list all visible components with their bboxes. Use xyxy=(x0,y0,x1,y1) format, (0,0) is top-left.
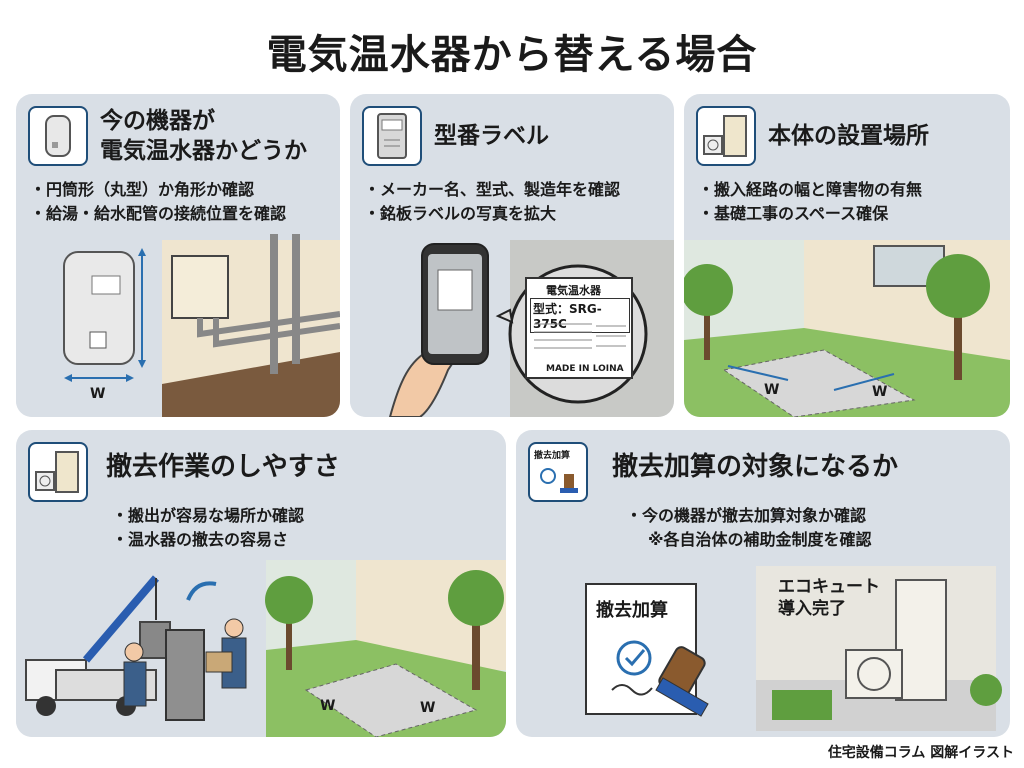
label-unit-icon xyxy=(362,106,422,166)
icon-label: 撤去加算 xyxy=(534,451,571,461)
bullet-item: ・今の機器が撤去加算対象か確認 xyxy=(626,506,867,525)
page-title: 電気温水器から替える場合 xyxy=(266,32,758,78)
label-card xyxy=(525,277,633,379)
panel-title-removal-subsidy: 撤去加算の対象になるか xyxy=(612,452,899,482)
panel-install-location: 本体の設置場所 ・搬入経路の幅と障害物の有無 ・基礎工事のスペース確保 W W xyxy=(684,94,1010,417)
install-line: エコキュート xyxy=(778,577,880,597)
panel-title-install-location: 本体の設置場所 xyxy=(768,123,929,149)
bullet-list: ・搬出が容易な場所か確認 ・温水器の撤去の容易さ xyxy=(112,504,304,552)
panel-title-line: 電気温水器かどうか xyxy=(100,138,307,164)
install-line: 導入完了 xyxy=(778,599,846,619)
water-heater-icon xyxy=(28,106,88,166)
install-complete-label: エコキュート 導入完了 xyxy=(778,576,880,620)
panel-title-removal-ease: 撤去作業のしやすさ xyxy=(106,452,340,482)
bullet-list: ・メーカー名、型式、製造年を確認 ・銘板ラベルの写真を拡大 xyxy=(364,178,620,226)
dimension-label-w: W xyxy=(320,698,336,714)
stamp-document-icon: 撤去加算 xyxy=(528,442,588,502)
bullet-item: ・搬入経路の幅と障害物の有無 xyxy=(698,180,923,199)
label-spec-lines xyxy=(532,318,628,358)
bullet-item: ・円筒形（丸型）か角形か確認 xyxy=(30,180,255,199)
label-heading: 電気温水器 xyxy=(546,284,601,297)
dimension-label-w: W xyxy=(90,386,106,402)
subsidy-scene xyxy=(585,566,1002,731)
bullet-item: ※各自治体の補助金制度を確認 xyxy=(648,530,872,549)
crane-arm xyxy=(82,575,160,663)
bullet-item: ・温水器の撤去の容易さ xyxy=(112,530,289,549)
dimension-label-w: W xyxy=(420,700,436,716)
panel-title-line: 今の機器が xyxy=(100,108,215,134)
panel-model-label: 型番ラベル ・メーカー名、型式、製造年を確認 ・銘板ラベルの写真を拡大 電気温水… xyxy=(350,94,674,417)
heater-scene xyxy=(16,234,340,417)
bullet-item: ・銘板ラベルの写真を拡大 xyxy=(364,204,557,223)
removal-scene xyxy=(16,560,506,737)
panel-current-device: 今の機器が 電気温水器かどうか ・円筒形（丸型）か角形か確認 ・給湯・給水配管の… xyxy=(16,94,340,417)
dimension-label-w: W xyxy=(872,384,888,400)
yard-scene xyxy=(684,240,1010,417)
pipe-box xyxy=(171,255,229,319)
old-heater xyxy=(165,629,205,721)
doc-label: 撤去加算 xyxy=(596,600,668,621)
bullet-item: ・メーカー名、型式、製造年を確認 xyxy=(364,180,621,199)
bullet-item: ・搬出が容易な場所か確認 xyxy=(112,506,305,525)
bullet-list: ・円筒形（丸型）か角形か確認 ・給湯・給水配管の接続位置を確認 xyxy=(30,178,286,226)
panel-title-current-device: 今の機器が 電気温水器かどうか xyxy=(100,106,307,166)
dimension-label-w: W xyxy=(764,382,780,398)
bullet-list: ・今の機器が撤去加算対象か確認 ※各自治体の補助金制度を確認 xyxy=(626,504,872,552)
footer-credit: 住宅設備コラム 図解イラスト xyxy=(827,745,1014,761)
bullet-list: ・搬入経路の幅と障害物の有無 ・基礎工事のスペース確保 xyxy=(698,178,922,226)
panel-title-model-label: 型番ラベル xyxy=(434,123,549,149)
label-made-in: MADE IN LOINA xyxy=(546,364,624,374)
bullet-item: ・基礎工事のスペース確保 xyxy=(698,204,889,223)
outdoor-unit-icon xyxy=(28,442,88,502)
label-scene xyxy=(350,240,674,417)
outdoor-unit-icon xyxy=(696,106,756,166)
eco-cute-tank xyxy=(895,579,947,701)
panel-removal-subsidy: 撤去加算 撤去加算の対象になるか ・今の機器が撤去加算対象か確認 ※各自治体の補… xyxy=(516,430,1010,737)
panel-removal-ease: 撤去作業のしやすさ ・搬出が容易な場所か確認 ・温水器の撤去の容易さ W W xyxy=(16,430,506,737)
bullet-item: ・給湯・給水配管の接続位置を確認 xyxy=(30,204,287,223)
